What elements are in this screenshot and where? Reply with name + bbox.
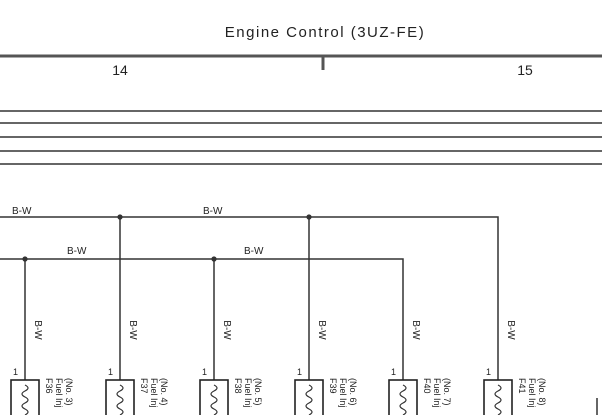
pin-number: 1 [108,367,113,377]
injector-no4: 1 F37 Fuel Inj (No. 4) [105,367,169,415]
component-name: Fuel Inj [527,378,537,408]
component-number: (No. 7) [442,378,452,406]
pin-number: 1 [13,367,18,377]
component-name: Fuel Inj [149,378,159,408]
injector-no7: 1 F40 Fuel Inj (No. 7) [388,367,452,415]
component-name: Fuel Inj [243,378,253,408]
connector-code: F38 [233,378,243,394]
component-number: (No. 6) [348,378,358,406]
pin-number: 1 [486,367,491,377]
coil-icon [399,384,407,415]
injector-no6: 1 F39 Fuel Inj (No. 6) [294,367,358,415]
coil-icon [21,384,29,415]
component-name: Fuel Inj [54,378,64,408]
connector-code: F39 [328,378,338,394]
wire-label-vertical: B-W [32,320,43,340]
section-number-15: 15 [517,62,533,78]
coil-icon [494,384,502,415]
connector-code: F37 [139,378,149,394]
injector-no5: 1 F38 Fuel Inj (No. 5) [199,367,263,415]
junction-dot [117,214,123,220]
wire-label-vertical: B-W [316,320,327,340]
coil-icon [305,384,313,415]
wire-label: B-W [244,246,264,257]
component-number: (No. 5) [253,378,263,406]
junction-dot [306,214,312,220]
component-number: (No. 3) [64,378,74,406]
diagram-title: Engine Control (3UZ-FE) [225,24,425,41]
wire-label-vertical: B-W [505,320,516,340]
connector-code: F41 [517,378,527,394]
component-name: Fuel Inj [338,378,348,408]
connector-code: F40 [422,378,432,394]
wire-bw-lower [0,258,404,380]
wire-label: B-W [203,206,223,217]
wire-label: B-W [67,246,87,257]
coil-icon [210,384,218,415]
component-number: (No. 8) [537,378,547,406]
pin-number: 1 [391,367,396,377]
component-number: (No. 4) [159,378,169,406]
wire-bw-upper [0,216,499,366]
component-name: Fuel Inj [432,378,442,408]
junction-dot [22,256,28,262]
junction-dot [211,256,217,262]
wire-label: B-W [12,206,32,217]
pin-number: 1 [297,367,302,377]
wire-label-vertical: B-W [221,320,232,340]
connector-code: F36 [44,378,54,394]
injector-no3: 1 F36 Fuel Inj (No. 3) [10,367,74,415]
injector-no8: 1 F41 Fuel Inj (No. 8) [483,367,547,415]
section-number-14: 14 [112,62,128,78]
coil-icon [116,384,124,415]
wire-label-vertical: B-W [410,320,421,340]
pin-number: 1 [202,367,207,377]
wire-label-vertical: B-W [127,320,138,340]
